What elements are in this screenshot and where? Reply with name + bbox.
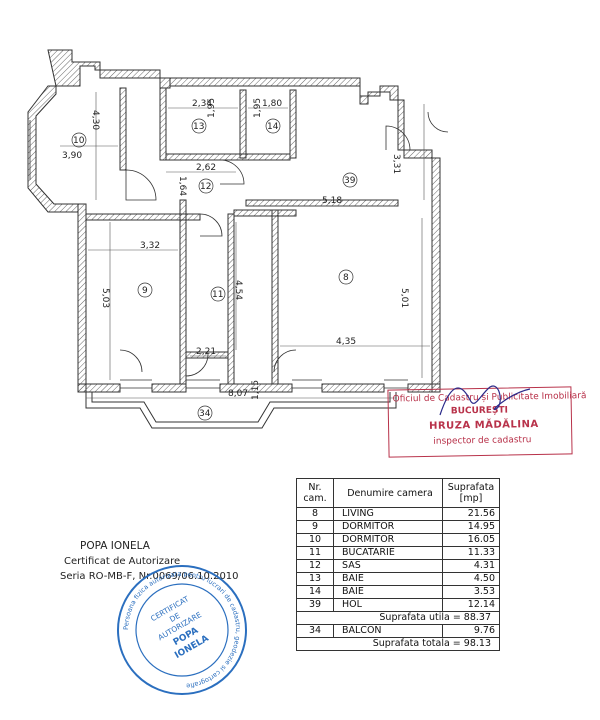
room-name: LIVING (333, 507, 443, 521)
room-nr: 9 (296, 520, 334, 534)
room-area: 21.56 (442, 507, 500, 521)
room-name: HOL (333, 598, 443, 612)
dim-label: 1,95 (207, 98, 217, 118)
useful-area: Suprafata utila = 88.37 (296, 611, 500, 625)
author-series: Seria RO-MB-F, Nr.0069/06.10.2010 (60, 571, 239, 582)
dim-label: 4,54 (233, 280, 243, 300)
room-area: 12.14 (442, 598, 500, 612)
room-number: 14 (267, 122, 279, 132)
room-number: 10 (73, 136, 85, 146)
dim-label: 4,35 (336, 337, 356, 347)
balcony-area: 9.76 (442, 624, 500, 638)
room-nr: 13 (296, 572, 334, 586)
stamp-inspector-title: inspector de cadastru (433, 435, 532, 447)
dim-label: 3,32 (140, 241, 160, 251)
dim-label: 2,34 (192, 99, 212, 109)
room-area-table: Nr. cam. Denumire camera Suprafata [mp] … (296, 478, 500, 651)
room-number: 13 (193, 122, 204, 132)
room-number: 8 (343, 273, 349, 283)
author-certificate: Certificat de Autorizare (64, 556, 181, 567)
table-row: 9 DORMITOR 14.95 (296, 520, 500, 534)
balcony-nr: 34 (296, 624, 334, 638)
dim-label: 8,07 (228, 389, 248, 399)
table-row: 11 BUCATARIE 11.33 (296, 546, 500, 560)
room-name: DORMITOR (333, 533, 443, 547)
table-row: 39 HOL 12.14 (296, 598, 500, 612)
room-nr: 14 (296, 585, 334, 599)
table-header: Nr. cam. Denumire camera Suprafata [mp] (296, 478, 500, 508)
room-nr: 10 (296, 533, 334, 547)
room-nr: 11 (296, 546, 334, 560)
room-name: BUCATARIE (333, 546, 443, 560)
author-name: POPA IONELA (80, 540, 150, 552)
dimension-lines (60, 92, 430, 399)
balcony-row: 34 BALCON 9.76 (296, 624, 500, 638)
floor-plan: 2,34 1,80 1,95 1,95 4,30 3,90 2,62 1,64 … (27, 49, 449, 429)
room-number: 39 (344, 176, 356, 186)
header-name: Denumire camera (333, 478, 443, 508)
room-nr: 8 (296, 507, 334, 521)
dim-label: 1,95 (253, 98, 263, 118)
table-row: 12 SAS 4.31 (296, 559, 500, 573)
dim-label: 2,62 (196, 163, 216, 173)
room-area: 11.33 (442, 546, 500, 560)
room-nr: 12 (296, 559, 334, 573)
dim-label: 1,15 (251, 380, 261, 400)
room-area: 4.31 (442, 559, 500, 573)
room-area: 4.50 (442, 572, 500, 586)
balcony-name: BALCON (333, 624, 443, 638)
dim-label: 1,64 (177, 176, 187, 196)
dim-label: 4,30 (90, 110, 100, 130)
dim-label: 5,01 (399, 288, 409, 308)
room-nr: 39 (296, 598, 334, 612)
room-number: 12 (200, 182, 211, 192)
table-row: 14 BAIE 3.53 (296, 585, 500, 599)
windows (29, 120, 408, 389)
room-markers (71, 118, 358, 421)
room-name: SAS (333, 559, 443, 573)
room-name: BAIE (333, 572, 443, 586)
room-number: 11 (212, 290, 223, 300)
room-number: 9 (142, 286, 148, 296)
door-swings (119, 111, 449, 377)
dim-label: 3,90 (62, 151, 82, 161)
walls (27, 49, 441, 393)
balcony-outline (85, 392, 397, 429)
room-area: 3.53 (442, 585, 500, 599)
dim-label: 5,03 (100, 288, 110, 308)
table-row: 8 LIVING 21.56 (296, 507, 500, 521)
signature (439, 385, 531, 416)
dim-label: 2,21 (196, 347, 216, 357)
room-number: 34 (199, 409, 211, 419)
dim-label: 1,80 (262, 99, 282, 109)
header-area: Suprafata [mp] (442, 478, 500, 508)
dim-label: 5,18 (322, 196, 342, 206)
room-area: 16.05 (442, 533, 500, 547)
useful-area-row: Suprafata utila = 88.37 (296, 611, 500, 625)
room-name: DORMITOR (333, 520, 443, 534)
total-area-row: Suprafata totala = 98.13 (296, 637, 500, 651)
authorization-seal: Persoana fizica autorizata pentru lucrar… (117, 565, 247, 695)
dim-label: 3,31 (391, 154, 401, 174)
room-area: 14.95 (442, 520, 500, 534)
room-name: BAIE (333, 585, 443, 599)
header-nr: Nr. cam. (296, 478, 334, 508)
table-row: 10 DORMITOR 16.05 (296, 533, 500, 547)
table-row: 13 BAIE 4.50 (296, 572, 500, 586)
total-area: Suprafata totala = 98.13 (296, 637, 500, 651)
